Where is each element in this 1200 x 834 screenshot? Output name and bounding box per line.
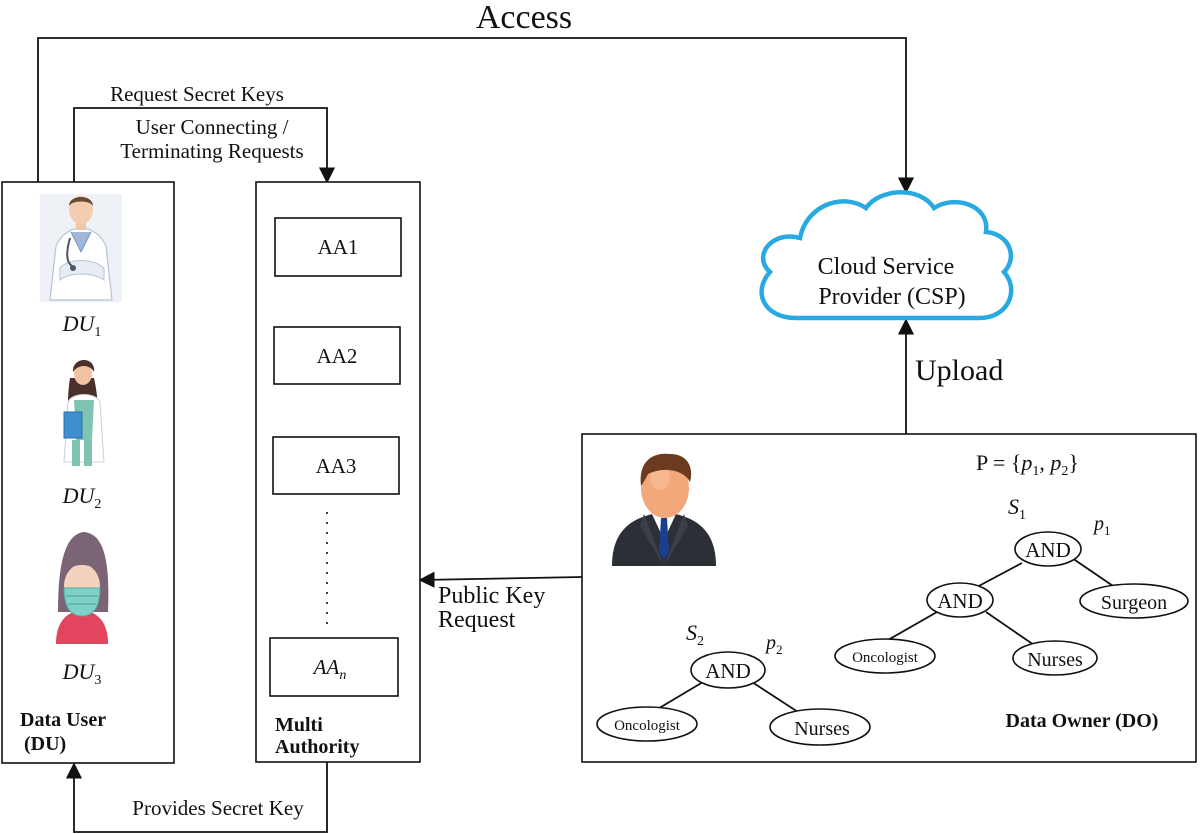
tree1-edge-root-inner [974,562,1023,589]
tree1-edge-inner-nurses [985,611,1035,646]
tree2-root-node [690,651,766,689]
data-owner-title: Data Owner (DO) [1006,710,1159,732]
du1-label: DU1 [62,311,102,340]
data-user-panel: DU1 DU2 DU3 Data User (DU) [1,181,175,764]
request-secret-keys-arrow [73,107,336,184]
tree1-edge-inner-oncologist [887,611,938,641]
tree1-root-node [1014,531,1082,567]
multi-authority-title-line2: Authority [275,736,359,758]
cloud-service-provider: Cloud Service Provider (CSP) [759,190,1014,321]
provides-secret-key-label: Provides Secret Key [132,796,304,820]
tree1-surgeon-node [1079,583,1189,619]
data-user-title-line2: (DU) [24,733,66,755]
tree1-root-label: AND [1025,538,1071,562]
public-key-request-arrow [418,571,583,588]
s1-label: S1 [1008,494,1026,523]
public-key-label-line2: Request [438,607,516,633]
multi-authority-panel: AA1 AA2 AA3 AAn Multi Authority [255,181,421,763]
tree2-root-label: AND [705,659,751,683]
tree2-oncologist-label: Oncologist [614,718,681,734]
tree2-edge-root-nurses [751,681,799,713]
tree2-nurses-label: Nurses [794,718,850,740]
businessman-avatar-icon [612,453,716,566]
doctor-avatar-icon [40,194,122,302]
access-arrow [37,37,915,194]
aa2-box [273,326,401,385]
tree1-nurses-label: Nurses [1027,649,1083,671]
aa3-label: AA3 [316,454,357,478]
cloud-label-line2: Provider (CSP) [818,284,965,310]
access-label: Access [476,0,572,36]
du3-label: DU3 [62,659,102,688]
multi-authority-title-line1: Multi [275,714,323,736]
aan-box [269,637,399,697]
public-key-label-line1: Public Key [438,583,545,609]
tree1-inner-label: AND [937,589,983,613]
tree1-oncologist-node [834,638,936,674]
s2-label: S2 [686,620,704,649]
tree2-edge-root-oncologist [655,681,704,711]
data-user-title-line1: Data User [20,709,106,731]
request-secret-keys-label: Request Secret Keys [110,82,284,106]
tree2-nurses-node [769,708,871,746]
aan-label: AAn [312,655,347,683]
tree2-oncologist-node [596,706,698,742]
cloud-label-line1: Cloud Service [818,254,955,280]
masked-user-avatar-icon [56,532,109,644]
du2-label: DU2 [62,483,102,512]
p2-label: p2 [764,632,783,657]
cloud-icon [759,190,1014,321]
user-connecting-label-line1: User Connecting / [136,115,289,139]
tree1-surgeon-label: Surgeon [1101,592,1167,614]
female-doctor-avatar-icon [63,360,105,466]
tree1-inner-node [926,582,994,618]
tree1-edge-root-surgeon [1071,557,1117,589]
tree1-oncologist-label: Oncologist [852,650,919,666]
aa1-label: AA1 [318,235,359,259]
p1-label: p1 [1092,513,1111,538]
data-owner-panel: P = {p1, p2} S1 p1 AND AND Surgeon Oncol… [581,433,1197,763]
provides-secret-key-arrow [65,762,328,833]
aa1-box [274,217,402,277]
user-connecting-label-line2: Terminating Requests [120,139,303,163]
aa2-label: AA2 [317,344,358,368]
policy-label: P = {p1, p2} [976,450,1079,479]
upload-label: Upload [915,354,1003,387]
tree1-nurses-node [1012,640,1098,676]
aa3-box [272,436,400,495]
